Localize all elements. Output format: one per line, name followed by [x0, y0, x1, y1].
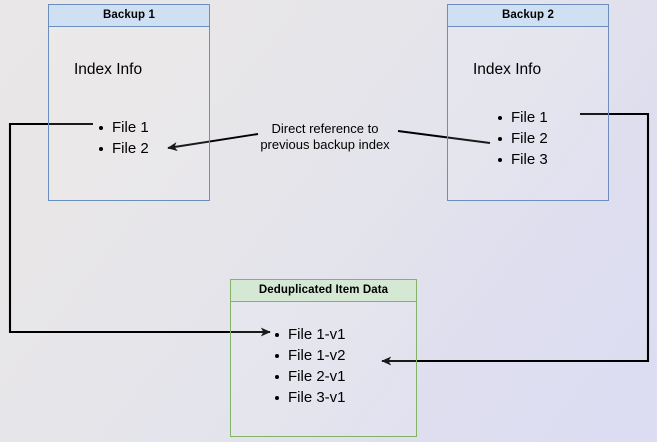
list-item[interactable]: File 1-v1: [273, 324, 346, 345]
direct-reference-label-line1: Direct reference to: [271, 121, 379, 136]
backup2-title: Backup 2: [448, 5, 608, 27]
backup2-index-label: Index Info: [473, 61, 542, 78]
list-item[interactable]: File 1: [97, 117, 149, 138]
backup1-title: Backup 1: [49, 5, 209, 27]
list-item[interactable]: File 3: [496, 149, 548, 170]
list-item[interactable]: File 2-v1: [273, 366, 346, 387]
list-item[interactable]: File 1: [496, 107, 548, 128]
backup1-index-label: Index Info: [74, 61, 143, 78]
deduplicated-item-data-box[interactable]: Deduplicated Item Data File 1-v1 File 1-…: [230, 279, 417, 437]
list-item[interactable]: File 3-v1: [273, 387, 346, 408]
backup1-box[interactable]: Backup 1 Index Info File 1 File 2: [48, 4, 210, 201]
backup2-box[interactable]: Backup 2 Index Info File 1 File 2 File 3: [447, 4, 609, 201]
deduplicated-item-data-title: Deduplicated Item Data: [231, 280, 416, 302]
backup1-item-list: File 1 File 2: [97, 117, 149, 159]
direct-reference-label: Direct reference to previous backup inde…: [250, 121, 400, 153]
direct-reference-label-line2: previous backup index: [260, 137, 390, 152]
backup2-item-list: File 1 File 2 File 3: [496, 107, 548, 170]
list-item[interactable]: File 1-v2: [273, 345, 346, 366]
list-item[interactable]: File 2: [496, 128, 548, 149]
list-item[interactable]: File 2: [97, 138, 149, 159]
dedup-item-list: File 1-v1 File 1-v2 File 2-v1 File 3-v1: [273, 324, 346, 408]
